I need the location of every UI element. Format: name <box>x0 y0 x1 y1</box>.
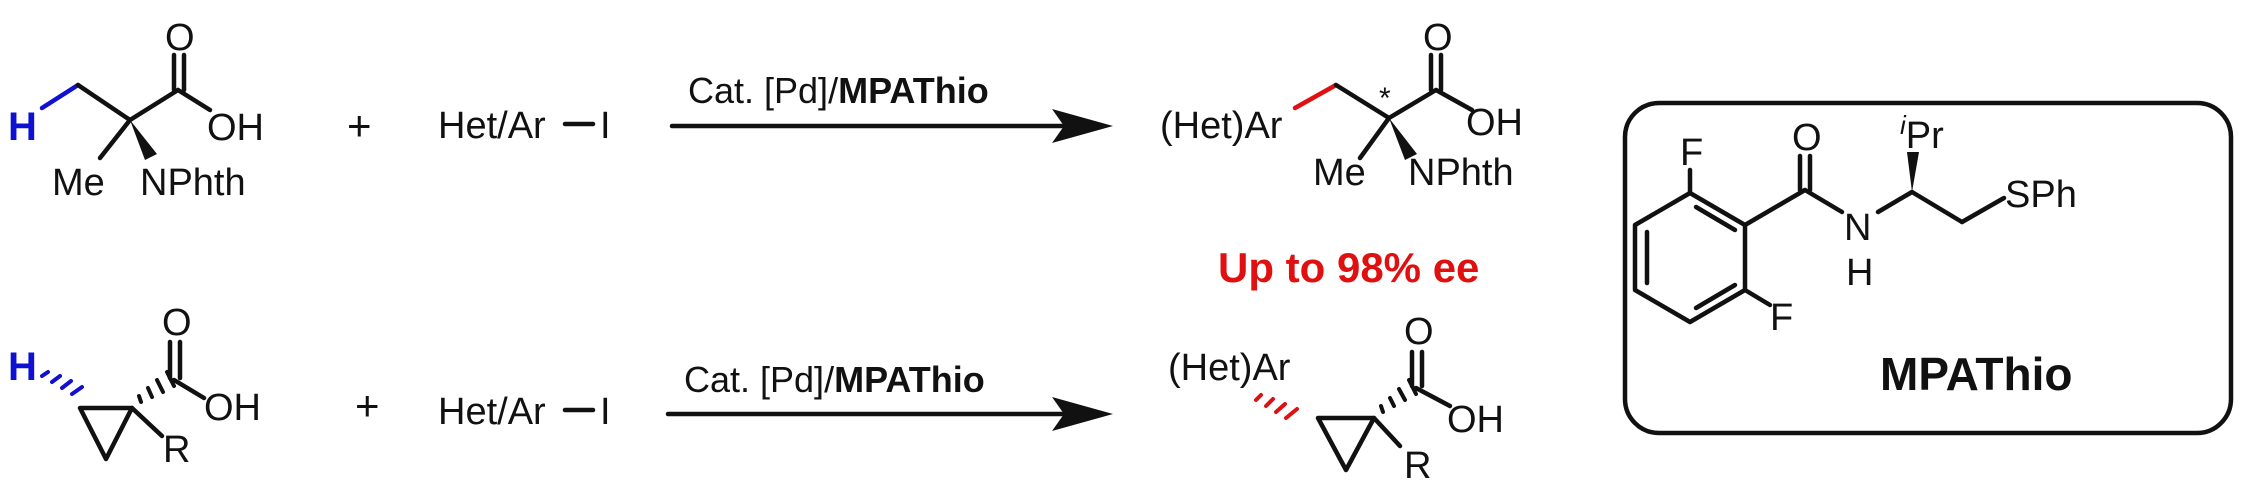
r1-prod-bond <box>1333 82 1392 121</box>
r1-arrow: Cat. [Pd]/MPAThio <box>669 70 1113 143</box>
r1-sub-ch-bond <box>39 82 81 111</box>
r1-sub-bond <box>127 87 181 123</box>
r1-sub-nphth: NPhth <box>140 162 246 204</box>
r2-prod-o: O <box>1404 311 1434 353</box>
r1-reagent: Het/Ar I <box>438 105 611 147</box>
ligand-nh: H <box>1846 252 1873 294</box>
r2-sub-hash <box>50 374 62 384</box>
r1-prod-o: O <box>1423 17 1453 59</box>
r2-prod-cyclopropane <box>1315 415 1377 473</box>
r2-prod-aryl: (Het)Ar <box>1168 347 1291 389</box>
r2-sub-cyclopropane <box>77 405 135 462</box>
r1-prod-bond <box>1433 87 1475 113</box>
r2-reagent-aryl: Het/Ar <box>438 391 546 433</box>
ligand-f-top: F <box>1680 132 1703 174</box>
r2-conditions-prefix: Cat. [Pd]/ <box>684 359 834 400</box>
r1-substrate: H O OH Me NPhth <box>8 17 264 204</box>
r1-sub-bond <box>75 82 133 123</box>
r2-sub-o: O <box>162 302 192 344</box>
ligand-ipr: iPr <box>1900 110 1944 157</box>
selectivity-label: Up to 98% ee <box>1218 244 1479 291</box>
r1-prod-bond <box>1386 87 1439 121</box>
r2-product: (Het)Ar O OH R <box>1168 311 1504 487</box>
r2-plus: + <box>355 382 380 429</box>
r2-prod-new-bond <box>1254 393 1299 420</box>
r1-prod-oh: OH <box>1466 102 1523 144</box>
r2-arrow: Cat. [Pd]/MPAThio <box>665 359 1113 431</box>
r1-sub-h: H <box>8 105 37 149</box>
r2-sub-r: R <box>163 429 190 471</box>
r1-prod-bond <box>1357 115 1392 161</box>
ligand-wedge <box>1907 152 1919 192</box>
ligand-aromatic-bond <box>1693 282 1738 311</box>
ligand-sph: SPh <box>2005 174 2077 216</box>
r1-reagent-aryl: Het/Ar <box>438 105 546 147</box>
r1-conditions-ligand: MPAThio <box>838 70 989 111</box>
r2-prod-oh: OH <box>1447 399 1504 441</box>
r1-sub-bond <box>175 87 213 113</box>
r2-sub-bond <box>171 377 207 401</box>
r1-prod-me: Me <box>1313 152 1366 194</box>
r2-sub-hash <box>70 385 84 396</box>
ligand-bond <box>1909 189 1965 225</box>
ligand-box-frame <box>1622 100 2234 436</box>
r1-prod-star: * <box>1379 82 1391 115</box>
ligand-ipr-sup: i <box>1900 110 1907 140</box>
r1-sub-wedge <box>130 120 157 160</box>
r2-sub-hash <box>40 370 50 378</box>
ligand-cf-bond <box>1742 287 1773 308</box>
r2-prod-bond <box>1413 385 1453 409</box>
r1-reagent-iodide: I <box>600 105 611 147</box>
ligand-name: MPAThio <box>1880 348 2072 400</box>
ligand-o: O <box>1792 117 1822 159</box>
r1-product: (Het)Ar * O OH Me NPhth <box>1160 17 1523 194</box>
r1-conditions: Cat. [Pd]/MPAThio <box>688 70 989 111</box>
r1-sub-o: O <box>165 17 195 59</box>
r2-sub-hash <box>60 379 73 390</box>
r2-prod-r: R <box>1404 445 1431 487</box>
r2-sub-h: H <box>8 345 37 389</box>
ligand-aromatic-bond <box>1693 204 1738 233</box>
r1-plus: + <box>347 102 372 149</box>
r1-prod-new-bond <box>1292 82 1339 111</box>
r1-arrow-head <box>1052 109 1113 143</box>
ligand-box: F F O N H iPr SPh MPAThio <box>1622 100 2234 436</box>
ligand-bond <box>1742 187 1808 228</box>
ligand-benzene-ring <box>1632 190 1748 325</box>
r2-substrate: H O OH R <box>8 302 261 471</box>
ligand-bond <box>1959 195 2007 225</box>
r2-sub-bond <box>129 405 165 439</box>
r2-conditions: Cat. [Pd]/MPAThio <box>684 359 985 400</box>
ligand-ipr-main: Pr <box>1906 115 1944 157</box>
r2-prod-bond <box>1371 415 1403 449</box>
r2-reagent: Het/Ar I <box>438 391 611 433</box>
r1-sub-bond <box>97 117 133 161</box>
r1-sub-oh: OH <box>207 107 264 149</box>
r2-reagent-iodide: I <box>600 391 611 433</box>
r1-prod-aryl: (Het)Ar <box>1160 105 1283 147</box>
ligand-f-bottom: F <box>1770 297 1793 339</box>
r2-conditions-ligand: MPAThio <box>834 359 985 400</box>
r1-prod-wedge <box>1389 118 1417 160</box>
ligand-n: N <box>1844 207 1871 249</box>
ligand-bond <box>1875 189 1915 215</box>
r2-sub-oh: OH <box>204 387 261 429</box>
r1-conditions-prefix: Cat. [Pd]/ <box>688 70 838 111</box>
ligand-bond <box>1802 187 1845 215</box>
r1-prod-nphth: NPhth <box>1408 152 1514 194</box>
r2-arrow-head <box>1052 397 1113 431</box>
r1-sub-me: Me <box>52 162 105 204</box>
